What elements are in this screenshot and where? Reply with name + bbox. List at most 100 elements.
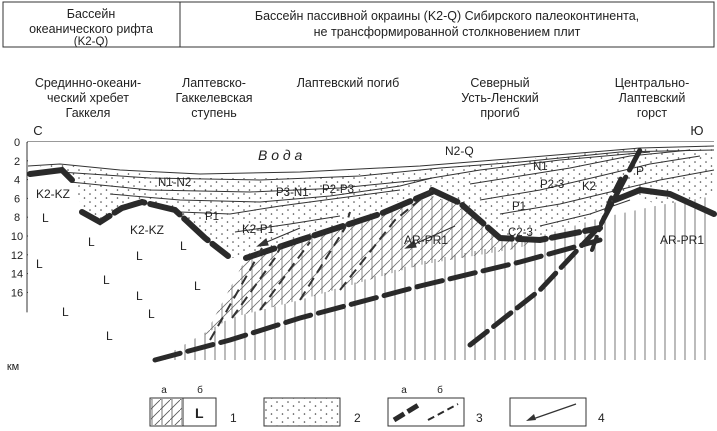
arrow-ustlena-head <box>404 239 417 249</box>
fault-minor-1 <box>209 247 263 341</box>
label-arpr-mid: AR-PR1 <box>404 233 448 247</box>
legend-1-sub-b: б <box>197 384 203 396</box>
basement-surface-step <box>79 198 231 259</box>
legend-item-4: 4 <box>509 397 605 427</box>
region-ust-lena: Северный Усть-Ленский прогиб <box>461 76 539 120</box>
hatched-wedge <box>205 196 540 335</box>
basalt-l: L <box>136 289 143 303</box>
label-n2q: N2-Q <box>445 144 474 158</box>
fault-minor-5 <box>339 189 433 291</box>
region-horst-line3: горст <box>637 106 667 120</box>
label-n1: N1 <box>533 161 548 173</box>
region-gakkel: Срединно-океани- ческий хребет Гаккеля <box>35 76 141 120</box>
region-step-line2: Гаккелевская <box>175 91 252 105</box>
seafloor-line <box>27 145 715 175</box>
legend-item-3: а б 3 <box>387 384 483 427</box>
label-p-right: P <box>636 164 644 178</box>
region-central-laptev-horst: Центрально- Лаптевский горст <box>615 76 690 120</box>
legend-2-box <box>263 397 341 427</box>
region-trough-line1: Лаптевский погиб <box>297 76 400 90</box>
legend-4-arrow-line <box>529 403 577 421</box>
legend-3-box <box>387 397 465 427</box>
basalt-l: L <box>136 249 143 263</box>
basalt-l: L <box>180 239 187 253</box>
depth-unit: км <box>7 361 19 373</box>
basalt-l: L <box>62 305 69 319</box>
fault-horst-west <box>590 174 624 252</box>
basement-surface-trough <box>243 189 435 261</box>
boundary-n2q <box>59 149 715 181</box>
stratigraphic-boundaries <box>27 145 715 233</box>
boundary-k2p1 <box>234 215 341 233</box>
basalt-symbols: L L L L L L L L L L L <box>36 211 201 343</box>
legend-3b-line <box>427 403 459 421</box>
depth-tick-label: 10 <box>11 231 23 243</box>
region-laptev-trough: Лаптевский погиб <box>297 76 400 90</box>
legend-3a-line <box>392 401 422 423</box>
basement-surface-gakkel <box>27 166 75 183</box>
faults-minor <box>209 189 433 341</box>
boundary-c23 <box>539 199 631 227</box>
depth-tick-label: 16 <box>11 287 23 299</box>
header-right-line1: Бассейн пассивной окраины (K2-Q) Сибирск… <box>255 9 639 23</box>
boundary-p1-west <box>179 189 401 215</box>
legend-1-sub-a: а <box>161 385 167 396</box>
basement-surface-horst <box>612 186 717 217</box>
header-left-line3: (K2-Q) <box>74 36 109 48</box>
depth-tick-label: 8 <box>14 212 20 224</box>
arrow-trough <box>261 227 301 245</box>
depth-tick-label: 4 <box>14 175 20 187</box>
region-step-line3: ступень <box>191 106 237 120</box>
basalt-l: L <box>36 257 43 271</box>
region-gakkel-line3: Гаккеля <box>66 106 111 120</box>
arrow-ustlena <box>409 225 456 247</box>
boundary-p3n1 <box>109 177 433 203</box>
depth-tick-label: 6 <box>14 193 20 205</box>
displacement-arrows <box>256 225 456 249</box>
region-ustlena-line2: Усть-Ленский <box>461 91 539 105</box>
water-label: В о д а <box>258 147 303 163</box>
depth-tick-label: 14 <box>11 269 23 281</box>
header-left-line1: Бассейн <box>67 7 116 21</box>
water-column <box>28 142 714 174</box>
region-ustlena-line3: прогиб <box>480 106 519 120</box>
boundary-p1-east <box>479 155 701 201</box>
region-gakkel-line1: Срединно-океани- <box>35 76 141 90</box>
fault-minor-4 <box>299 211 351 301</box>
legend: L а б 1 2 а б 3 4 <box>149 384 605 427</box>
basalt-l: L <box>148 307 155 321</box>
legend-4-box <box>509 397 587 427</box>
region-step-line1: Лаптевско- <box>182 76 246 90</box>
legend-2-number: 2 <box>354 411 361 425</box>
label-p1-left: P1 <box>205 211 219 223</box>
legend-3-sub-a: а <box>401 385 407 396</box>
oceanic-basement <box>28 168 240 360</box>
depth-tick-label: 0 <box>14 137 20 149</box>
side-west-label: С <box>33 123 42 138</box>
label-k2kz-mid: K2-KZ <box>130 223 164 237</box>
label-p23: P2-3 <box>540 179 564 191</box>
label-p1-mid: P1 <box>512 201 526 213</box>
header-frame <box>2 1 715 48</box>
region-ustlena-line1: Северный <box>470 76 529 90</box>
faults-major <box>152 147 643 363</box>
fault-minor-3 <box>259 241 311 311</box>
label-k2-right: K2 <box>582 181 596 193</box>
legend-3-sub-b: б <box>437 384 443 396</box>
boundary-n1 <box>69 151 651 193</box>
label-p3n1: P3-N1 <box>276 187 309 199</box>
region-horst-line2: Лаптевский <box>619 91 686 105</box>
basalt-l: L <box>103 273 110 287</box>
region-horst-line1: Центрально- <box>615 76 690 90</box>
label-n1n2: N1-N2 <box>158 177 191 189</box>
legend-1a-swatch <box>151 399 182 425</box>
boundary-k2 <box>499 169 715 215</box>
unit-labels: В о д а N2-Q N1-N2 N1 P3-N1 P2-P3 P2-3 P… <box>36 144 704 247</box>
arrow-trough-head <box>256 237 269 247</box>
basement-surface <box>27 166 717 261</box>
label-p2p3: P2-P3 <box>322 184 354 196</box>
region-laptev-gakkel-step: Лаптевско- Гаккелевская ступень <box>175 76 252 120</box>
header-right-line2: не трансформированной столкновением плит <box>314 25 581 39</box>
basalt-l: L <box>88 235 95 249</box>
boundary-p23 <box>469 149 691 185</box>
